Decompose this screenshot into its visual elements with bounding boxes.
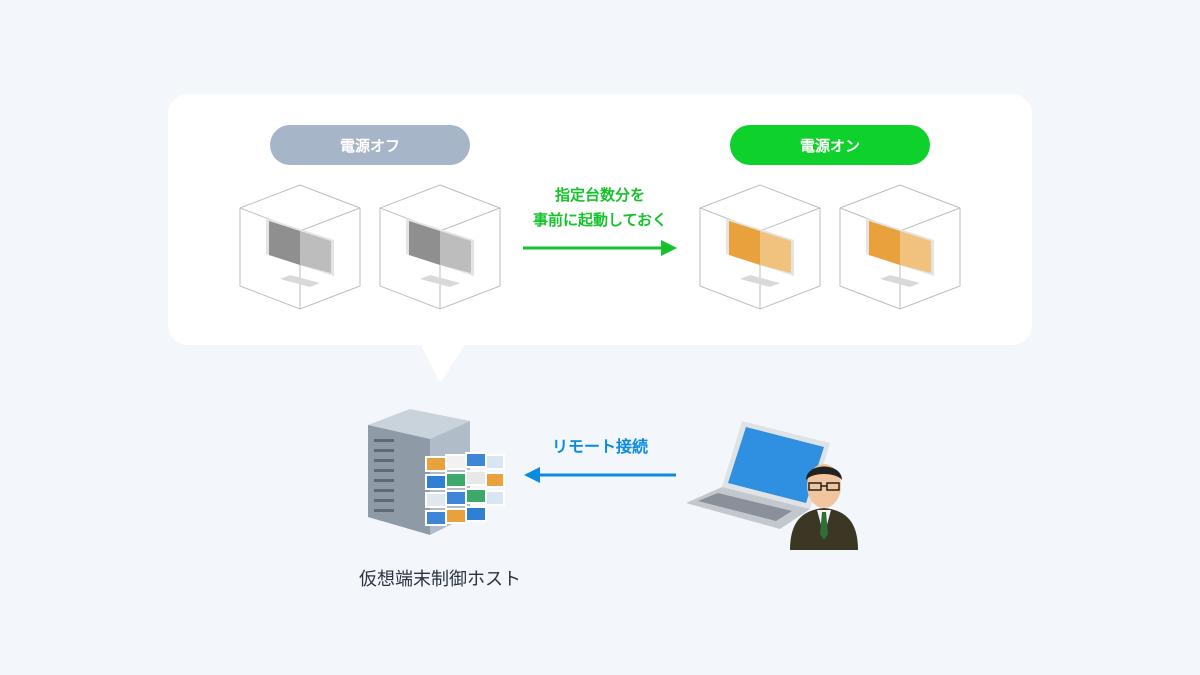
server-icon [368, 409, 505, 535]
monitor-off-icon-1 [239, 184, 361, 310]
laptop-icon [686, 421, 830, 529]
user-icon [790, 464, 858, 550]
monitor-on-icon-1 [699, 184, 821, 310]
left-arrow-icon [524, 467, 676, 483]
power-on-label: 電源オン [799, 136, 860, 155]
right-arrow-icon [523, 240, 677, 256]
power-off-badge: 電源オフ [270, 125, 470, 165]
note-line-1: 指定台数分を [554, 186, 645, 204]
host-label: 仮想端末制御ホスト [359, 569, 521, 590]
monitor-on-icon-2 [839, 184, 961, 310]
remote-connection-label: リモート接続 [551, 437, 648, 456]
monitor-off-icon-2 [379, 184, 501, 310]
speech-bubble-tail [420, 343, 466, 383]
power-on-badge: 電源オン [730, 125, 930, 165]
boot-in-advance-note: 指定台数分を 事前に起動しておく [510, 183, 690, 233]
virtual-desktop-tiles [425, 452, 505, 526]
power-off-label: 電源オフ [339, 136, 400, 155]
note-line-2: 事前に起動しておく [532, 211, 668, 229]
